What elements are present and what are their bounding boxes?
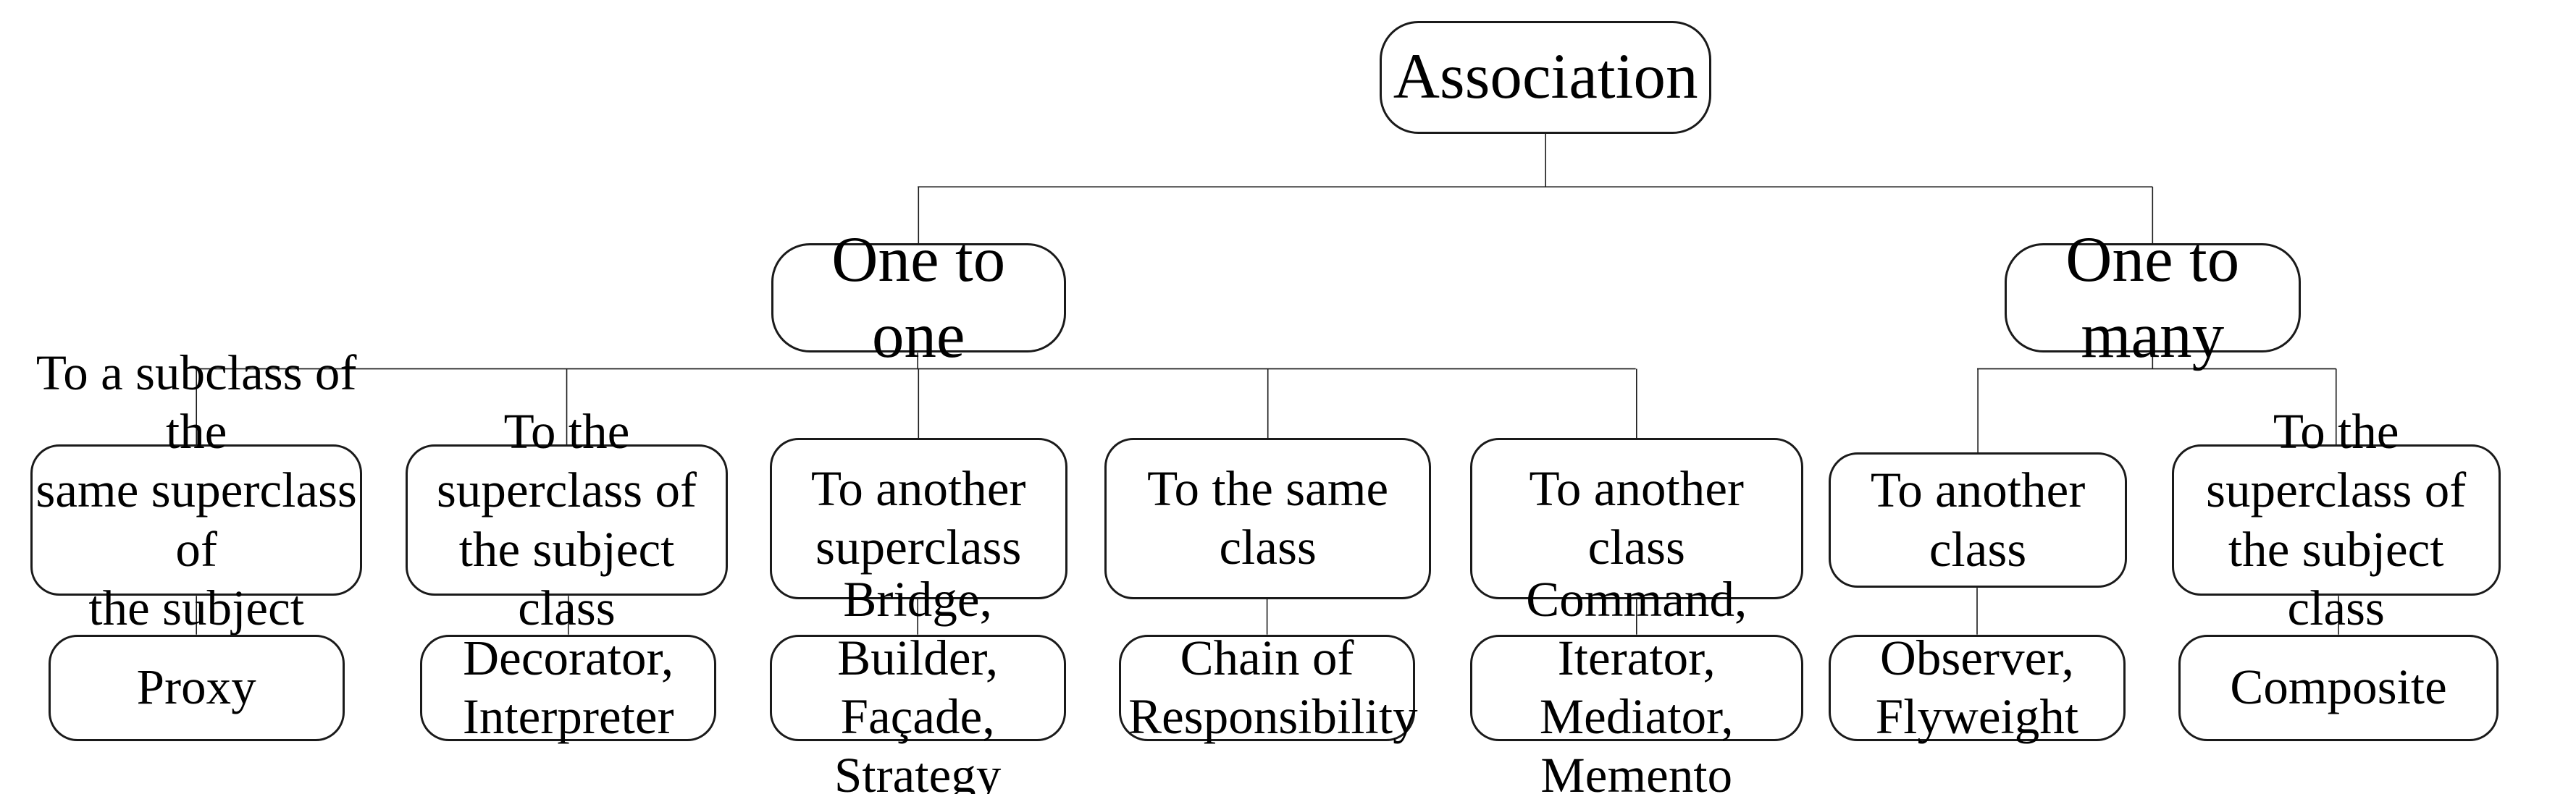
node-to-another-class-right: To another class [1829,452,2127,588]
node-label: Command, Iterator, Mediator, Memento [1526,571,1748,794]
node-label: To the superclass of the subject class [436,404,697,636]
node-label: To another class [1870,463,2086,577]
node-proxy: Proxy [48,634,345,741]
node-to-superclass-subject-left: To the superclass of the subject class [406,404,728,635]
node-to-another-superclass: To another superclass [769,438,1067,599]
node-label: Observer, Flyweight [1875,630,2079,745]
node-label: Proxy [136,659,256,715]
node-label: Decorator, Interpreter [462,630,674,745]
node-label: Composite [2230,659,2447,715]
node-label: To a subclass of the same superclass of … [35,345,357,695]
node-decorator-interpreter: Decorator, Interpreter [420,630,717,744]
node-label: One to one [831,224,1006,371]
node-to-subclass-same-superclass: To a subclass of the same superclass of … [30,345,363,694]
node-bridge-builder-facade-strategy: Bridge, Builder, Façade, Strategy [769,572,1066,794]
node-label: Chain of Responsibility [1128,630,1418,745]
node-to-superclass-subject-right: To the superclass of the subject class [2171,404,2501,635]
node-association: Association [1380,20,1712,134]
node-chain-of-responsibility: Chain of Responsibility [1119,630,1418,744]
node-label: To the same class [1147,461,1389,575]
node-label: To another superclass [810,461,1026,575]
node-to-another-class-left: To another class [1469,438,1803,599]
node-command-iterator-mediator-memento: Command, Iterator, Mediator, Memento [1469,572,1803,794]
node-label: Bridge, Builder, Façade, Strategy [834,571,1002,794]
node-one-to-one: One to one [771,224,1066,371]
node-one-to-many: One to many [2004,224,2301,371]
node-to-the-same-class: To the same class [1104,438,1432,599]
node-composite: Composite [2178,634,2499,741]
node-label: Association [1393,41,1698,113]
node-observer-flyweight: Observer, Flyweight [1829,630,2126,744]
node-label: To the superclass of the subject class [2206,404,2467,636]
node-label: To another class [1529,461,1745,575]
node-label: One to many [2065,224,2240,371]
